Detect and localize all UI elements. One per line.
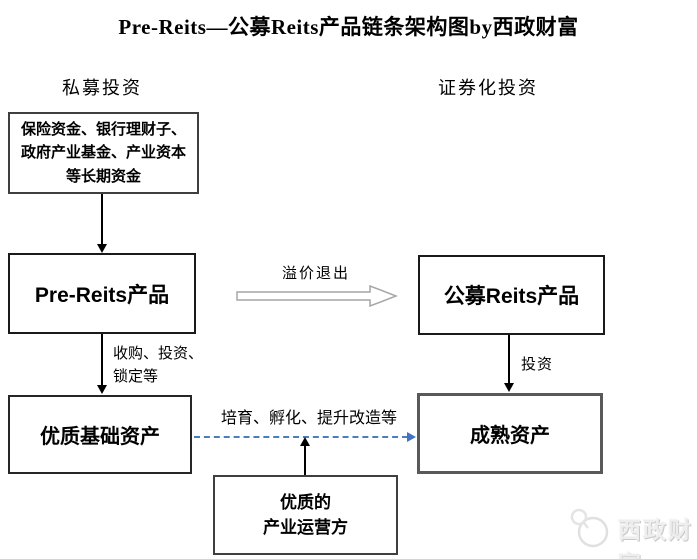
- connector-operator-to-dashed: [304, 444, 306, 475]
- arrowhead-up-icon: [300, 437, 310, 446]
- node-mature-assets: 成熟资产: [417, 393, 603, 474]
- node-mature-assets-label: 成熟资产: [470, 425, 550, 447]
- block-arrow-right-icon: [236, 285, 398, 307]
- arrowhead-down-icon: [504, 383, 514, 392]
- node-pre-reits-product-label: Pre-Reits产品: [34, 283, 170, 307]
- node-industry-operator-label: 优质的 产业运营方: [263, 492, 348, 538]
- edge-label-cultivate-incubate-upgrade: 培育、孵化、提升改造等: [220, 410, 397, 427]
- node-public-reits-product-label: 公募Reits产品: [443, 285, 580, 308]
- arrowhead-right-blue-icon: [407, 432, 416, 442]
- edge-label-acquire-invest-lock: 收购、投资、锁定等: [113, 346, 204, 385]
- connector-prereits-to-quality-assets: [101, 334, 103, 386]
- node-longterm-funds: 保险资金、银行理财子、政府产业基金、产业资本等长期资金: [8, 112, 199, 194]
- diagram-title: Pre-Reits—公募Reits产品链条架构图by西政财富: [118, 15, 579, 39]
- column-header-securitized-investment: 证券化投资: [438, 78, 538, 98]
- connector-funds-to-prereits: [101, 194, 103, 245]
- edge-label-premium-exit: 溢价退出: [281, 266, 350, 282]
- brand-watermark: 西政财富: [618, 517, 693, 559]
- node-industry-operator: 优质的 产业运营方: [213, 475, 398, 555]
- node-quality-base-assets-label: 优质基础资产: [40, 426, 160, 448]
- arrowhead-down-icon: [97, 385, 107, 394]
- brand-logo-icon: [570, 508, 609, 548]
- node-longterm-funds-label: 保险资金、银行理财子、政府产业基金、产业资本等长期资金: [20, 121, 186, 185]
- node-quality-base-assets: 优质基础资产: [8, 395, 192, 474]
- node-public-reits-product: 公募Reits产品: [418, 255, 605, 335]
- column-header-private-investment: 私募投资: [62, 78, 142, 98]
- connector-publicreits-to-mature: [508, 335, 510, 384]
- arrowhead-down-icon: [97, 244, 107, 253]
- edge-label-invest: 投资: [521, 357, 554, 373]
- node-pre-reits-product: Pre-Reits产品: [8, 253, 196, 334]
